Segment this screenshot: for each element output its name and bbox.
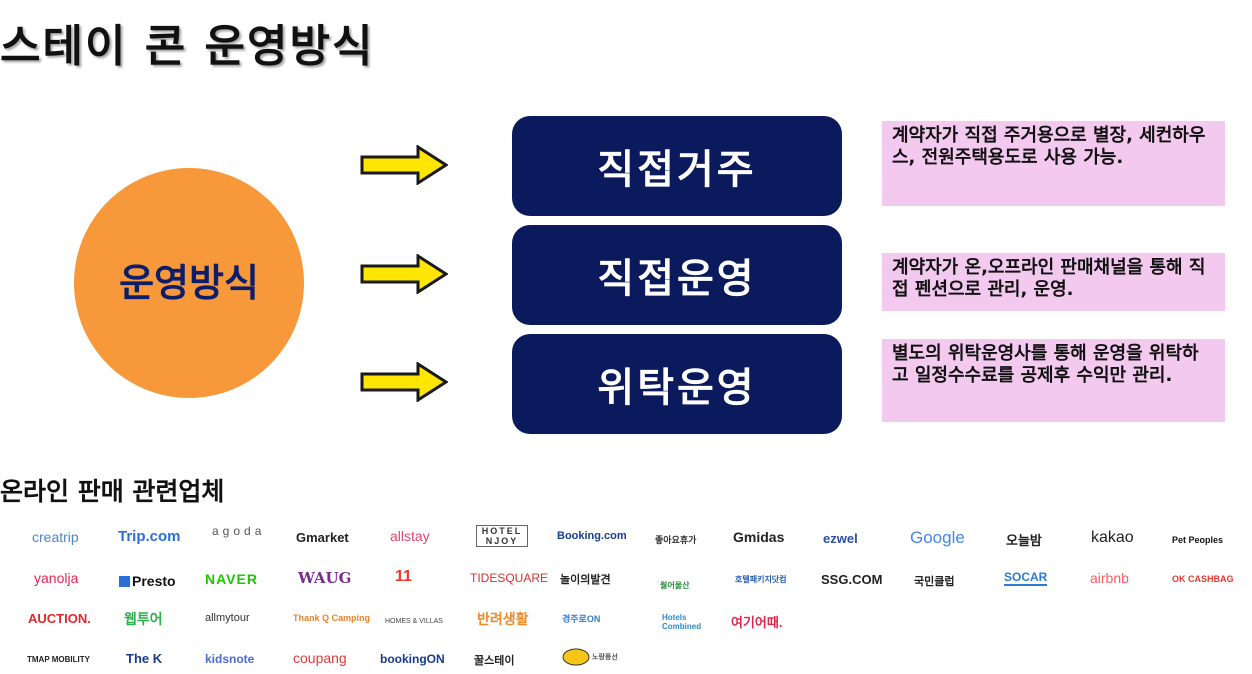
partner-logo: agoda	[212, 524, 266, 538]
partner-logo: AUCTION.	[28, 611, 91, 626]
method-desc-direct-operation: 계약자가 온,오프라인 판매채널을 통해 직접 펜션으로 관리, 운영.	[882, 253, 1225, 311]
partner-logo: 놀이의발견	[560, 574, 611, 586]
method-desc-direct-residence: 계약자가 직접 주거용으로 별장, 세컨하우스, 전원주택용도로 사용 가능.	[882, 121, 1225, 206]
partner-logo: 좋아요휴가	[655, 535, 697, 545]
partner-logo: 11	[395, 568, 412, 585]
arrow-right-icon	[360, 254, 448, 294]
partner-logo: kakao	[1091, 529, 1134, 546]
partner-logo: 꿀스테이	[474, 655, 515, 667]
partner-logo: WAUG	[298, 569, 352, 587]
partner-logo: kidsnote	[205, 652, 255, 666]
partner-logo: 국민클럽	[914, 576, 955, 588]
partner-logo: Pet Peoples	[1172, 535, 1224, 545]
partner-logo: Booking.com	[557, 530, 627, 542]
partner-logo: 웹투어	[124, 611, 163, 627]
partner-logo: TMAP MOBILITY	[27, 655, 90, 664]
partner-logo: yanolja	[34, 570, 79, 586]
page-title: 스테이 콘 운영방식	[0, 21, 375, 72]
partner-logo: 노랑풍선	[592, 654, 618, 661]
partner-logo: 오늘밤	[1006, 533, 1042, 548]
yellow-balloon-icon	[562, 648, 590, 666]
partner-logo: ezwel	[823, 531, 858, 546]
method-box-consignment: 위탁운영	[512, 334, 842, 434]
partner-logo: 호텔패키지닷컴	[735, 575, 787, 584]
partner-logo: Hotels Combined	[662, 613, 702, 631]
partner-logo: 월어울산	[660, 581, 690, 590]
partner-logo: 경주로ON	[562, 614, 601, 624]
partner-logo: creatrip	[32, 529, 79, 545]
partner-logo: Thank Q Camping	[293, 613, 371, 623]
partner-logo: TIDESQUARE	[470, 571, 549, 585]
partner-logo: allstay	[390, 528, 430, 544]
partner-logo: HOTEL NJOY	[476, 525, 528, 547]
partner-logo: coupang	[293, 650, 347, 666]
partners-title: 온라인 판매 관련업체	[0, 477, 225, 506]
partner-logo: Gmarket	[296, 530, 349, 545]
method-box-direct-operation: 직접운영	[512, 225, 842, 325]
method-box-direct-residence: 직접거주	[512, 116, 842, 216]
partner-logo: OK CASHBAG	[1172, 574, 1234, 584]
partner-logo: SOCAR	[1004, 570, 1048, 586]
partner-logo: Google	[910, 528, 965, 547]
center-label: 운영방식	[119, 261, 259, 305]
partner-logo: NAVER	[205, 571, 258, 587]
presto-logo-group: Presto	[119, 571, 176, 590]
partner-logo: Gmidas	[733, 529, 785, 545]
arrow-right-icon	[360, 145, 448, 185]
partner-logo: HOMES & VILLAS	[385, 618, 443, 625]
method-desc-consignment: 별도의 위탁운영사를 통해 운영을 위탁하고 일정수수료를 공제후 수익만 관리…	[882, 339, 1225, 422]
partner-logo: 반려생활	[477, 611, 529, 627]
partner-logo: The K	[126, 651, 163, 666]
arrow-right-icon	[360, 362, 448, 402]
partner-logo: Presto	[132, 573, 176, 589]
partner-logo: airbnb	[1090, 570, 1129, 586]
presto-icon	[119, 576, 130, 587]
center-circle: 운영방식	[74, 168, 304, 398]
partner-logo: SSG.COM	[821, 572, 883, 587]
partner-logo: bookingON	[380, 652, 445, 666]
partner-logo: 여기어때.	[731, 615, 783, 630]
partner-logo: Trip.com	[118, 528, 181, 545]
partner-logo: allmytour	[205, 612, 250, 624]
